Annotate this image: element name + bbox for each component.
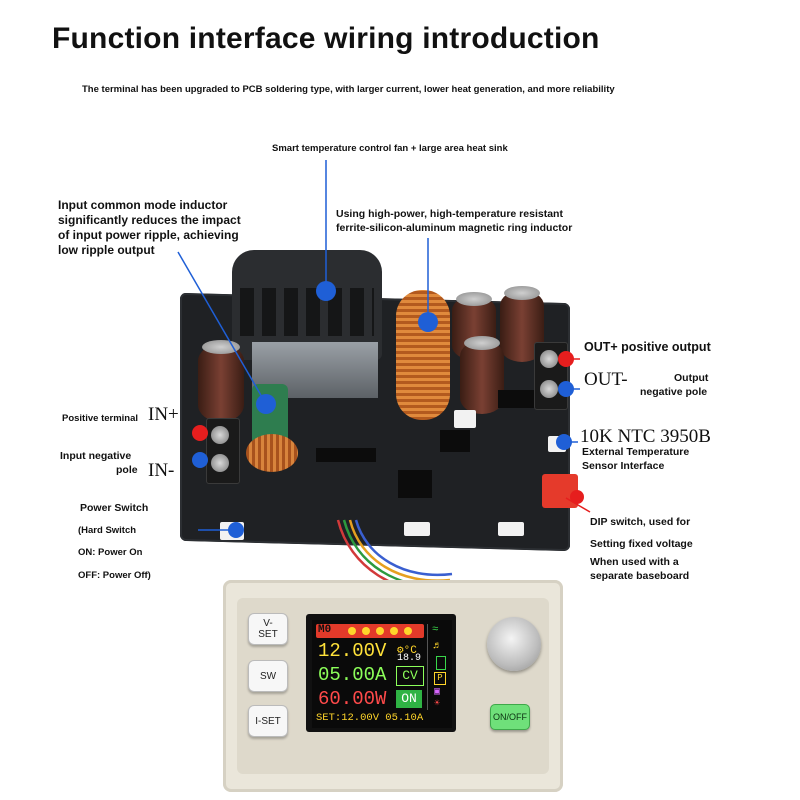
page-title: Function interface wiring introduction [52, 22, 600, 55]
capacitor [460, 340, 504, 414]
label-out-plus: OUT+ positive output [584, 340, 711, 354]
on-off-button[interactable]: ON/OFF [490, 704, 530, 730]
board-connector [404, 522, 430, 536]
capacitor-top [456, 292, 492, 306]
label-dip-line3: When used with a [590, 556, 679, 568]
i-set-button[interactable]: I-SET [248, 705, 288, 737]
label-in-minus-desc-line2: pole [116, 464, 138, 476]
lcd-dot [348, 627, 356, 635]
capacitor-top [464, 336, 500, 350]
marker-dot [228, 522, 244, 538]
input-coil [246, 434, 298, 472]
ic-chip [498, 390, 538, 408]
marker-dot [316, 281, 336, 301]
terminal-screw [540, 350, 558, 368]
marker-dot [570, 490, 584, 504]
label-fan: Smart temperature control fan + large ar… [272, 143, 508, 154]
label-dip-line1: DIP switch, used for [590, 516, 691, 528]
label-power-switch-line2: (Hard Switch [78, 525, 137, 536]
label-in-minus: IN- [148, 460, 175, 481]
lcd-dot [362, 627, 370, 635]
label-cm-inductor-line4: low ripple output [58, 243, 155, 257]
fan-vent-slots [240, 288, 374, 336]
lcd-current: 05.00A [318, 664, 387, 686]
capacitor-top [504, 286, 540, 300]
marker-dot [192, 452, 208, 468]
label-in-plus-desc: Positive terminal [62, 413, 139, 424]
label-cm-inductor-line3: of input power ripple, achieving [58, 228, 239, 242]
label-in-minus-desc-line1: Input negative [60, 450, 132, 462]
page-subtitle: The terminal has been upgraded to PCB so… [82, 84, 615, 95]
lcd-cv-status: CV [396, 666, 424, 686]
lcd-screen [312, 620, 452, 728]
label-dip-line4: separate baseboard [590, 570, 690, 582]
lcd-voltage: 12.00V [318, 640, 387, 662]
lcd-temp-icon: ⚙°C [397, 645, 417, 657]
ic-chip [316, 448, 376, 462]
marker-dot [256, 394, 276, 414]
terminal-screw [540, 380, 558, 398]
sun-icon: ☀ [434, 699, 441, 710]
lcd-on-status: ON [396, 690, 422, 708]
lcd-mode: M0 [318, 624, 332, 636]
ic-chip [398, 470, 432, 498]
lcd-temp: 18.9 [397, 653, 422, 664]
label-in-plus: IN+ [148, 404, 179, 425]
lcd-p-badge: P [434, 672, 446, 685]
lcd-power: 60.00W [318, 688, 387, 710]
lock-icon: ▣ [434, 687, 441, 698]
lcd-dot [390, 627, 398, 635]
label-ntc-desc-line1: External Temperature [582, 446, 690, 458]
speaker-icon: ♬ [433, 641, 440, 652]
marker-dot [418, 312, 438, 332]
lcd-dot [376, 627, 384, 635]
label-ntc-desc-line2: Sensor Interface [582, 460, 665, 472]
label-ring-inductor-line1: Using high-power, high-temperature resis… [336, 208, 563, 220]
wifi-icon: ≈ [432, 624, 439, 636]
lcd-set-line: SET:12.00V 05.10A [316, 712, 424, 724]
label-cm-inductor-line1: Input common mode inductor [58, 198, 228, 212]
lcd-divider [427, 624, 428, 710]
label-ring-inductor-line2: ferrite-silicon-aluminum magnetic ring i… [336, 222, 573, 234]
terminal-screw [211, 454, 229, 472]
label-power-switch-line3: ON: Power On [78, 547, 143, 558]
sw-button[interactable]: SW [248, 660, 288, 692]
label-out-minus-desc-line2: negative pole [640, 386, 708, 398]
terminal-screw [211, 426, 229, 444]
battery-icon [436, 656, 446, 670]
label-power-switch-line4: OFF: Power Off) [78, 570, 151, 581]
label-power-switch-line1: Power Switch [80, 502, 149, 514]
v-set-button[interactable]: V-SET [248, 613, 288, 645]
fan-connector [454, 410, 476, 428]
marker-dot [558, 351, 574, 367]
label-ntc: 10K NTC 3950B [580, 426, 711, 447]
ic-chip [440, 430, 470, 452]
rotary-encoder-knob[interactable] [487, 617, 541, 671]
capacitor [198, 344, 244, 422]
label-out-minus: OUT- [584, 369, 628, 390]
board-connector [498, 522, 524, 536]
marker-dot [192, 425, 208, 441]
label-dip-line2: Setting fixed voltage [590, 538, 693, 550]
lcd-dot [404, 627, 412, 635]
marker-dot [556, 434, 572, 450]
label-out-minus-desc-line1: Output [674, 372, 709, 384]
marker-dot [558, 381, 574, 397]
ring-inductor [396, 290, 450, 420]
label-cm-inductor-line2: significantly reduces the impact [58, 213, 241, 227]
